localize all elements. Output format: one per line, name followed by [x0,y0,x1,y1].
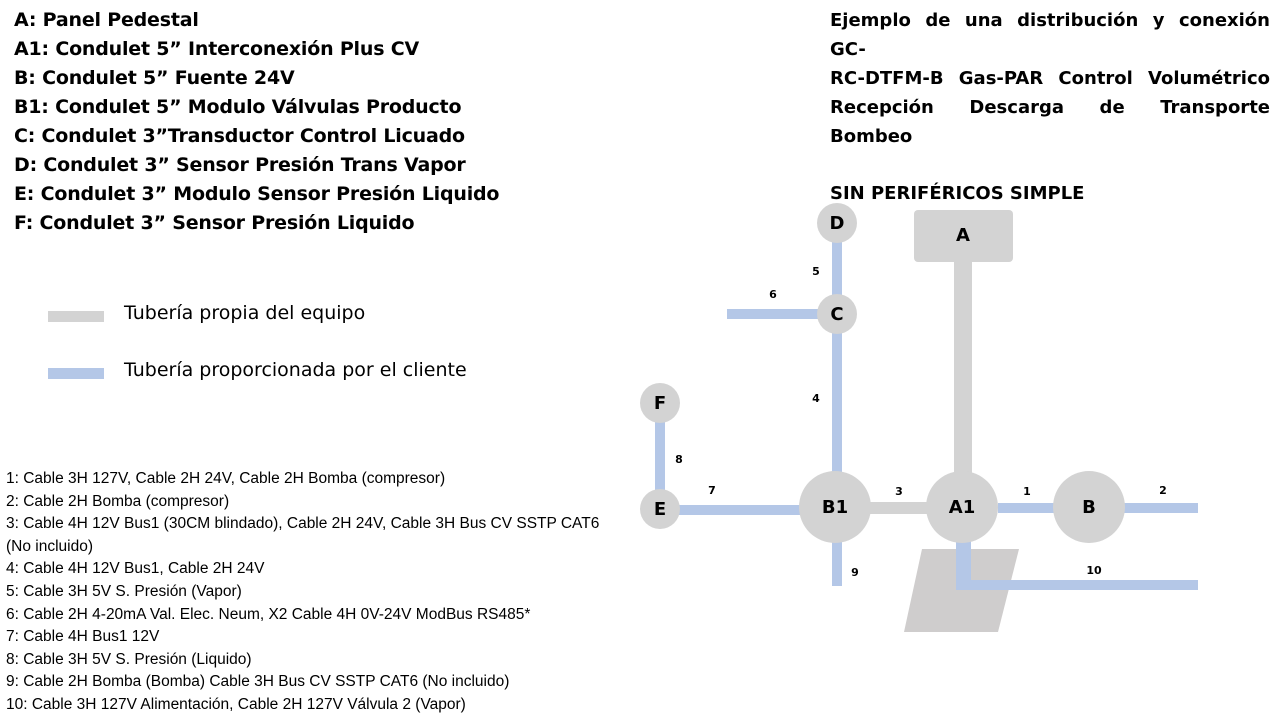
segment-label-2: 2 [1159,484,1167,497]
equipment-pipe-swatch [48,311,104,322]
node-f [640,383,680,423]
pipe-segment-10-down-b [964,540,971,585]
node-b-label: B [1082,497,1096,518]
node-b1 [799,471,871,543]
segment-label-10: 10 [1086,564,1102,577]
node-a [914,210,1013,262]
equipment-pipe-label: Tubería propia del equipo [124,302,366,324]
component-item-f: F: Condulet 3” Sensor Presión Liquido [14,212,415,234]
component-item-b1: B1: Condulet 5” Modulo Válvulas Producto [14,96,462,118]
component-item-c: C: Condulet 3”Transductor Control Licuad… [14,125,465,147]
diagram-title: Ejemplo de una distribución y conexión G… [830,6,1270,208]
node-d [817,203,857,243]
node-a-label: A [956,225,970,246]
cable-item-6: 6: Cable 2H 4-20mA Val. Elec. Neum, X2 C… [6,605,531,623]
cable-list: 1: Cable 3H 127V, Cable 2H 24V, Cable 2H… [6,468,626,717]
component-item-d: D: Condulet 3” Sensor Presión Trans Vapo… [14,154,466,176]
component-item-a: A: Panel Pedestal [14,9,199,31]
pipe-segment-1 [998,503,1054,513]
node-c-label: C [830,304,843,325]
cable-item-2: 2: Cable 2H Bomba (compresor) [6,492,230,510]
node-f-label: F [654,393,666,414]
node-e-label: E [654,499,666,520]
title-line-2: RC-DTFM-B Gas-PAR Control Volumétrico [830,68,1270,89]
segment-label-4: 4 [812,392,820,405]
floor-pad [904,549,1019,632]
component-list: A: Panel Pedestal A1: Condulet 5” Interc… [14,6,499,238]
pipe-a-a1 [954,262,972,486]
node-b [1053,471,1125,543]
segment-label-9: 9 [851,566,859,579]
segment-label-6: 6 [769,288,777,301]
pipe-segment-8 [655,420,665,492]
segment-label-3: 3 [895,485,903,498]
node-a1-label: A1 [949,497,975,518]
segment-label-7: 7 [708,484,716,497]
cable-item-7: 7: Cable 4H Bus1 12V [6,628,160,646]
title-line-3: Recepción Descarga de Transporte Bombeo [830,97,1270,147]
pipe-segment-5 [832,236,842,296]
cable-item-4: 4: Cable 4H 12V Bus1, Cable 2H 24V [6,560,265,578]
pipe-segment-4 [832,332,842,482]
node-c [817,294,857,334]
cable-item-3: 3: Cable 4H 12V Bus1 (30CM blindado), Ca… [6,515,600,555]
title-line-1: Ejemplo de una distribución y conexión G… [830,10,1270,60]
pipe-segment-7 [678,505,800,515]
pipe-segment-2 [1124,503,1198,513]
pipe-segment-10-down [956,540,964,585]
cable-item-8: 8: Cable 3H 5V S. Presión (Liquido) [6,650,252,668]
client-pipe-swatch [48,368,104,379]
component-item-b: B: Condulet 5” Fuente 24V [14,67,295,89]
pipe-segment-9 [832,540,842,586]
component-item-e: E: Condulet 3” Modulo Sensor Presión Liq… [14,183,500,205]
node-d-label: D [830,213,845,234]
pipe-segment-3 [870,502,930,514]
node-a1 [926,471,998,543]
cable-item-1: 1: Cable 3H 127V, Cable 2H 24V, Cable 2H… [6,470,446,487]
segment-label-1: 1 [1023,485,1031,498]
cable-item-9: 9: Cable 2H Bomba (Bomba) Cable 3H Bus C… [6,673,510,691]
component-item-a1: A1: Condulet 5” Interconexión Plus CV [14,38,419,60]
segment-label-5: 5 [812,265,820,278]
client-pipe-label: Tubería proporcionada por el cliente [124,359,467,381]
segment-label-8: 8 [675,453,683,466]
node-e [640,489,680,529]
pipe-segment-10-run [956,580,1198,590]
cable-item-5: 5: Cable 3H 5V S. Presión (Vapor) [6,582,242,600]
cable-item-10: 10: Cable 3H 127V Alimentación, Cable 2H… [6,695,466,713]
diagram-subtitle: SIN PERIFÉRICOS SIMPLE [830,183,1085,204]
node-b1-label: B1 [822,497,848,518]
pipe-segment-6 [727,309,820,319]
